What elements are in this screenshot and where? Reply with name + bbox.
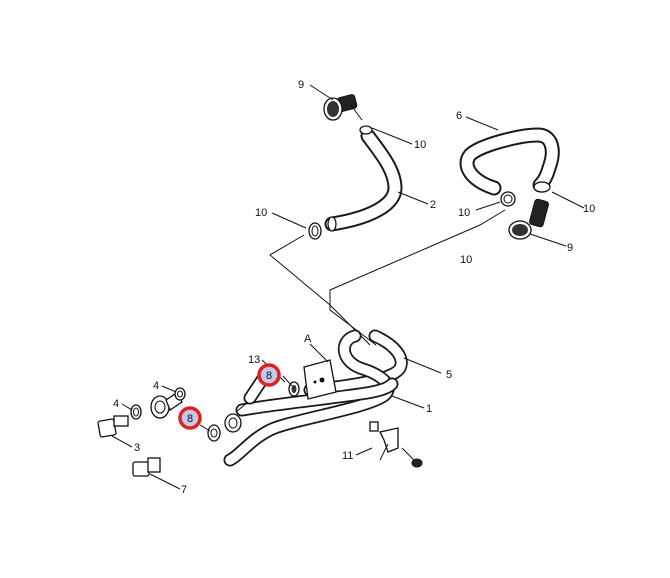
hose-6 [459,127,560,196]
union-nut [224,401,249,433]
callout-11: 11 [342,450,353,462]
clip-11 [369,421,399,461]
callout-2: 2 [430,199,436,211]
highlight-marker-8-upper[interactable]: 8 [257,363,281,387]
callout-13: 13 [248,354,260,366]
pipe-lower [235,377,399,417]
pipe-1 [223,329,395,467]
washer-8-lower [207,424,221,442]
clamp-10-hose6-left [500,191,516,207]
connector-9-upper [323,94,363,121]
callout-9-upper: 9 [298,79,304,91]
callout-10-right: 10 [583,203,595,215]
callout-6: 6 [456,110,462,122]
bolt-7 [132,457,161,477]
callout-5: 5 [446,369,452,381]
callout-9-lower: 9 [567,242,573,254]
hose-2 [324,128,403,232]
callout-8-lower: 8 [187,413,193,425]
bracket-a [303,359,337,400]
connection-lines [269,209,506,346]
highlight-marker-8-lower[interactable]: 8 [178,406,202,430]
callout-8-upper: 8 [266,370,272,382]
callout-7: 7 [181,484,187,496]
washer-4-left [130,404,142,420]
bolt-3 [97,415,129,438]
pipe-5 [303,329,408,397]
callout-1: 1 [426,403,432,415]
washer-4-top [174,387,186,401]
connector-9-lower [508,198,549,240]
callout-10-upper: 10 [414,139,426,151]
callout-3: 3 [134,442,140,454]
callout-4-top: 4 [153,380,159,392]
screw-11 [401,447,423,468]
callout-10-center: 10 [460,254,472,266]
clamp-10-hose6-right [533,181,551,193]
hose-2-end [327,216,337,232]
callout-10-hose6: 10 [458,207,470,219]
clamp-10-upper [359,125,373,135]
callout-10-left: 10 [255,207,267,219]
leader-lines [111,84,585,490]
detail-a-label: A [304,333,312,345]
clamp-10-hose2 [308,222,322,240]
callout-4-left: 4 [113,398,119,410]
